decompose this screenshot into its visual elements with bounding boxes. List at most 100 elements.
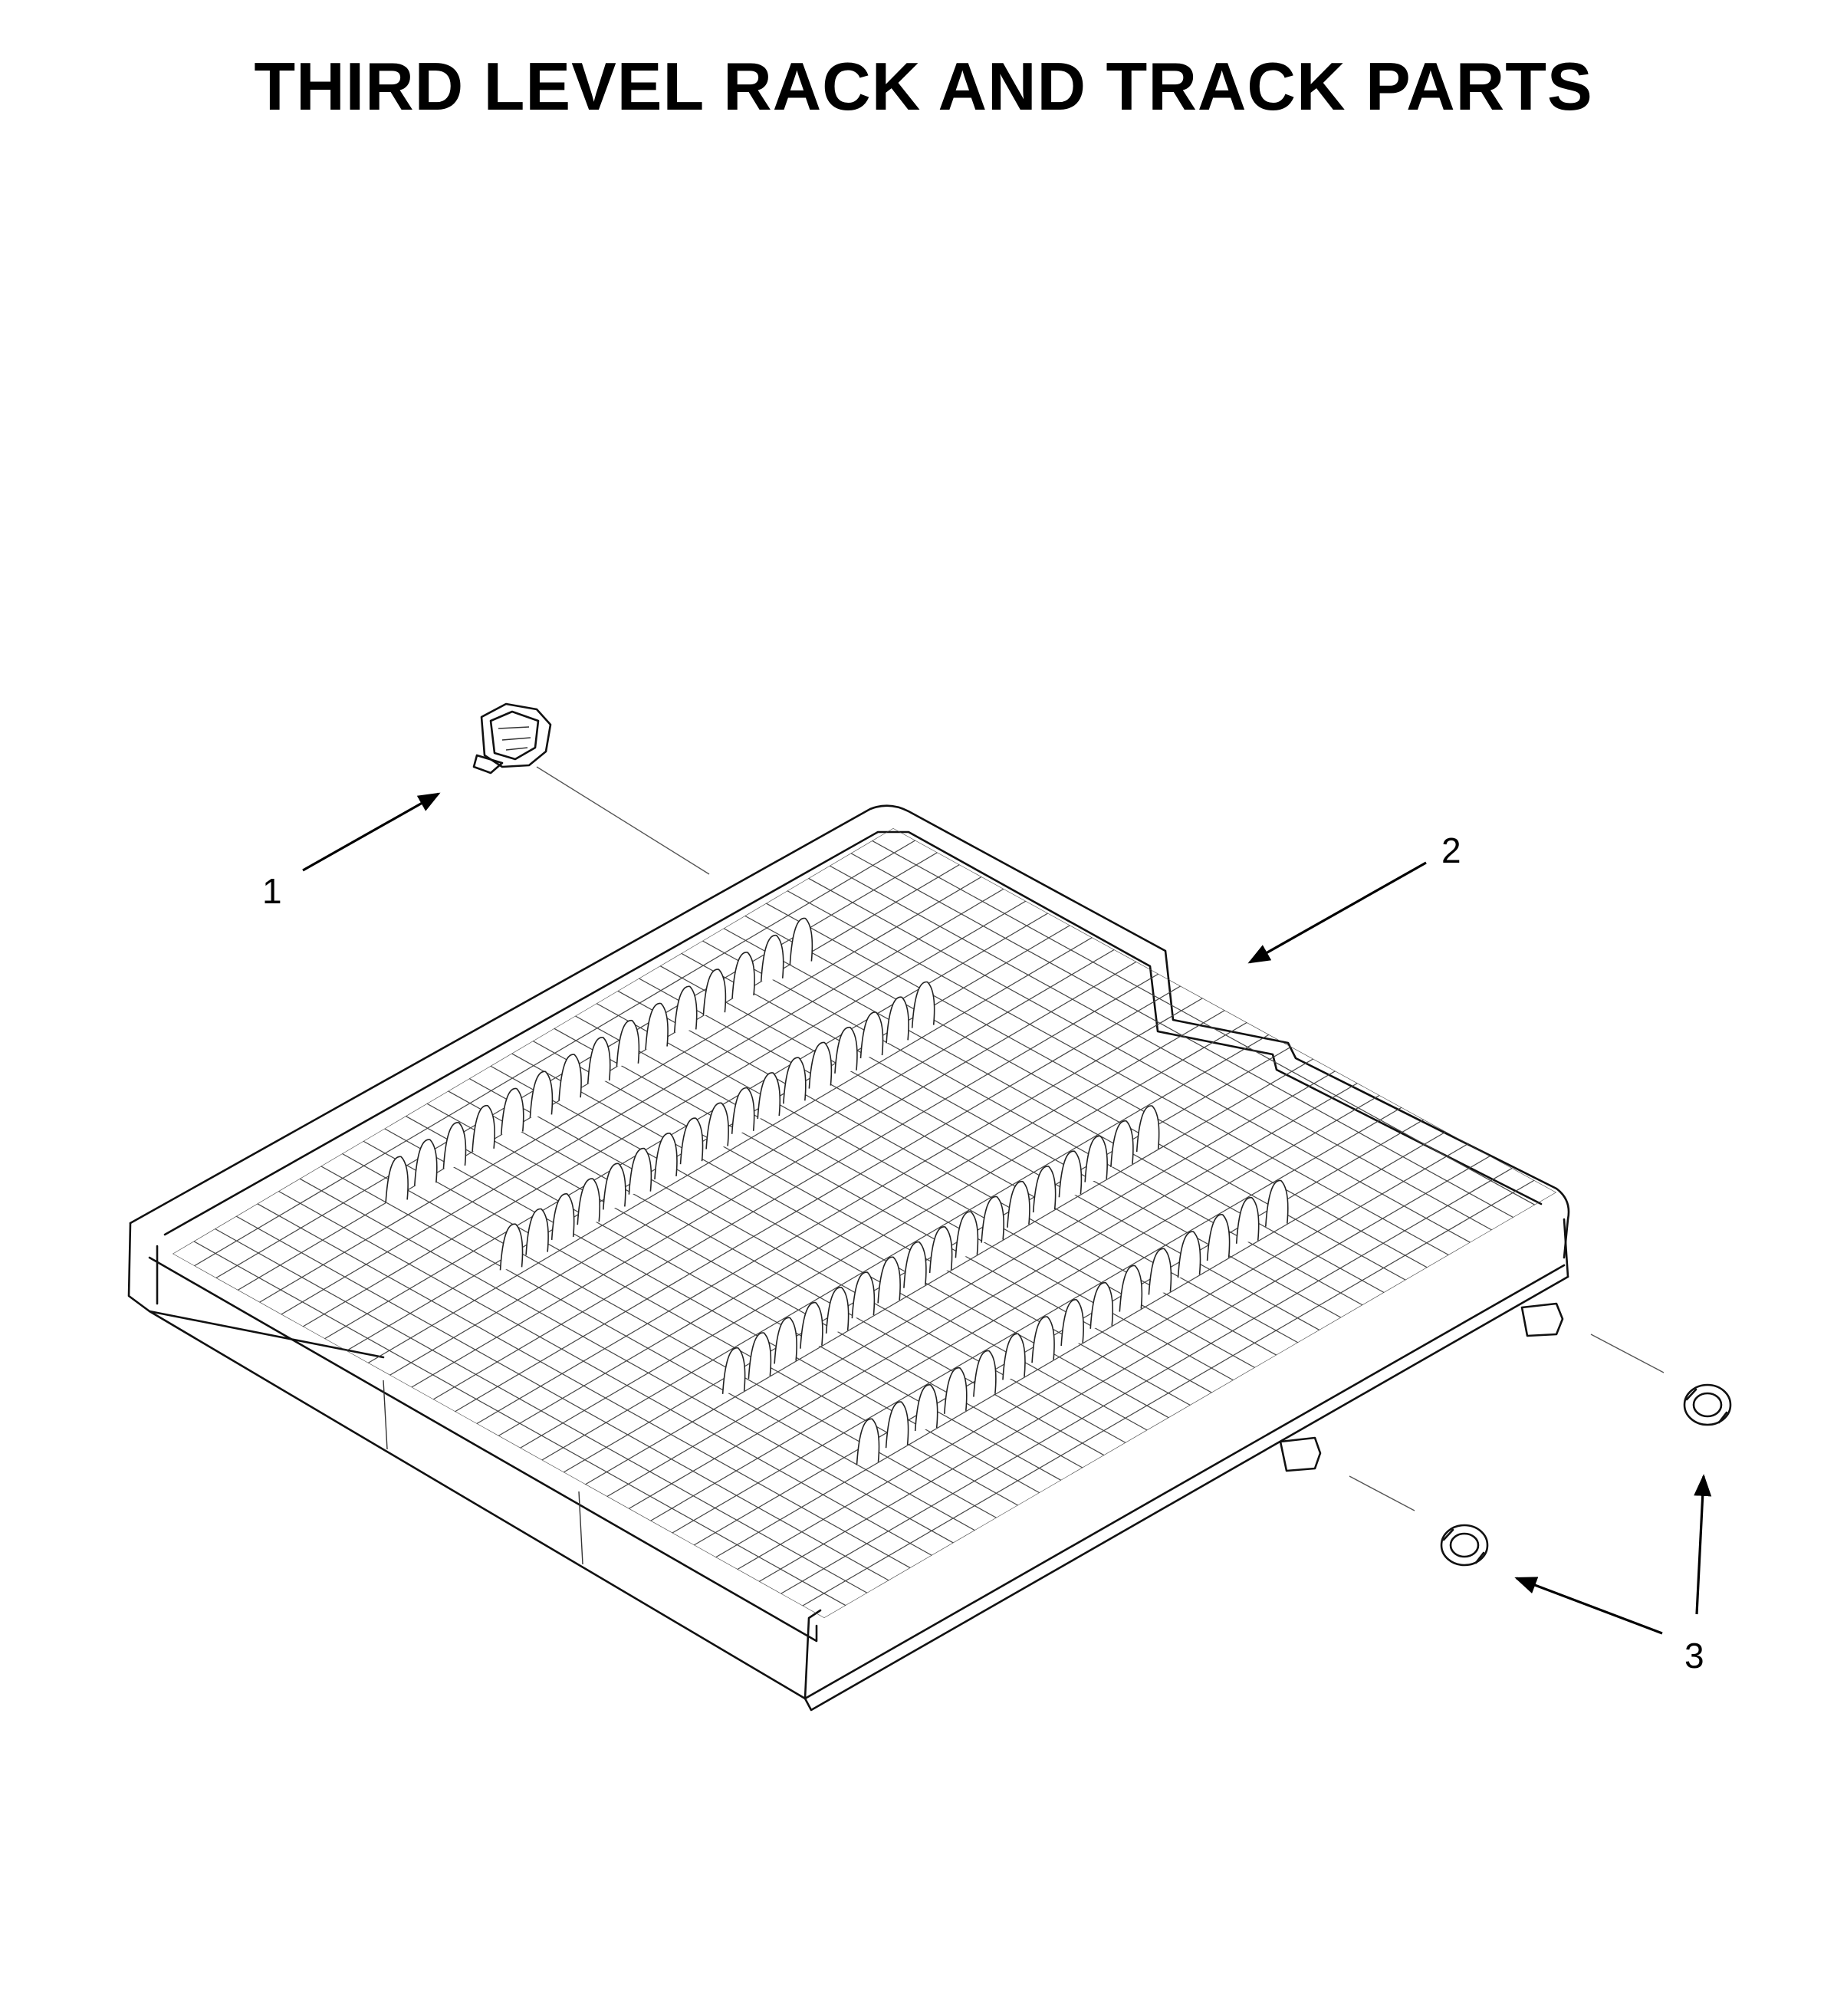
grid-wire	[781, 1167, 1513, 1594]
rack-tine	[800, 1301, 823, 1349]
rack-tine	[654, 1133, 678, 1180]
rack-tine	[1031, 1316, 1055, 1363]
rack-tine	[558, 1054, 582, 1101]
rack-tine	[472, 1104, 495, 1152]
grid-wire	[432, 973, 1159, 1400]
rack-tine	[550, 1193, 575, 1240]
rack-tine	[628, 1147, 652, 1195]
grid-wire	[585, 1058, 1314, 1485]
grid-wire	[476, 998, 1203, 1425]
rack-tine	[1135, 1105, 1160, 1153]
rack-tine	[973, 1350, 997, 1397]
grid-wire	[737, 1143, 1468, 1570]
grid-wire	[802, 1179, 1535, 1607]
rack-tine	[1032, 1166, 1057, 1213]
grid-wire	[498, 1009, 1225, 1437]
grid-wire	[628, 1082, 1358, 1510]
rack-tine	[442, 1122, 467, 1169]
grid-wire	[411, 961, 1137, 1388]
rack-tine	[886, 996, 909, 1044]
rack-tine	[856, 1418, 880, 1465]
rack-tine	[1264, 1179, 1289, 1227]
callout-2: 2	[1247, 830, 1461, 964]
rack-tine	[877, 1256, 901, 1304]
rack-tine	[1235, 1196, 1260, 1244]
grid-wire	[367, 936, 1093, 1364]
rack-tine	[577, 1178, 601, 1225]
rack-end-cap-part	[472, 702, 710, 875]
rack-tine	[774, 1317, 797, 1364]
grid-wire	[259, 876, 982, 1303]
rack-tine	[500, 1087, 524, 1135]
rack-tine	[731, 952, 755, 999]
rack-tine	[1206, 1214, 1231, 1261]
rack-tine	[603, 1163, 626, 1210]
rack-tine	[529, 1070, 554, 1118]
rack-tine	[825, 1287, 850, 1334]
rack-tine	[1060, 1299, 1084, 1347]
rack-tine	[1002, 1333, 1026, 1380]
rack-tine	[385, 1156, 409, 1203]
grid-wire	[194, 840, 916, 1267]
rack-tines	[385, 917, 1289, 1465]
rack-tine	[928, 1226, 953, 1274]
rack-tine	[903, 1241, 927, 1288]
rack-tine	[789, 917, 813, 965]
grid-wire	[563, 1046, 1292, 1473]
rack-tine	[914, 1384, 938, 1432]
rack-tine	[721, 1347, 746, 1394]
grid-wire	[455, 985, 1181, 1413]
rack-tine	[673, 985, 698, 1033]
rack-tine	[834, 1027, 858, 1074]
rack-tine	[679, 1117, 704, 1165]
rack-tine	[911, 981, 935, 1028]
rack-tine	[760, 934, 784, 982]
rack-tine	[413, 1139, 438, 1186]
callout-1: 1	[262, 792, 441, 911]
grid-wire	[758, 1155, 1490, 1583]
rack-tine	[1084, 1135, 1108, 1182]
rack-tine	[731, 1087, 755, 1134]
rack-tine	[851, 1271, 876, 1319]
callout-3: 3	[1514, 1474, 1712, 1676]
rack-tine	[783, 1057, 807, 1104]
third-level-rack-part	[127, 804, 1665, 1712]
grid-wire	[672, 1107, 1402, 1534]
rack-tine	[645, 1002, 669, 1050]
rack-tine	[702, 969, 727, 1016]
rack-tine	[885, 1401, 909, 1449]
rack-tine	[1089, 1281, 1114, 1329]
track-wheel-part-upper	[1683, 1383, 1732, 1426]
callout-2-label: 2	[1441, 830, 1461, 870]
rack-tine	[859, 1011, 884, 1059]
grid-wire	[715, 1131, 1447, 1558]
rack-tine	[955, 1211, 979, 1258]
rack-tine	[1177, 1231, 1201, 1278]
rack-tine	[808, 1041, 833, 1089]
grid-wire	[650, 1094, 1380, 1521]
rack-tine	[981, 1195, 1004, 1243]
rack-tine	[616, 1019, 640, 1067]
rack-tine	[525, 1208, 549, 1255]
grid-wire	[389, 949, 1115, 1376]
rack-tine	[705, 1102, 729, 1149]
grid-wire	[693, 1119, 1425, 1546]
rack-tine	[1058, 1150, 1083, 1198]
rack-tine	[748, 1332, 772, 1380]
grid-wire	[281, 888, 1004, 1315]
grid-wire	[520, 1021, 1247, 1449]
rack-tine	[757, 1072, 781, 1120]
callout-1-label: 1	[262, 871, 282, 911]
rack-tine	[1110, 1120, 1134, 1167]
diagram-title: THIRD LEVEL RACK AND TRACK PARTS	[254, 48, 1593, 124]
rack-tine	[943, 1366, 968, 1414]
grid-wire	[606, 1070, 1336, 1498]
rack-tine	[1119, 1265, 1143, 1312]
callout-3-label: 3	[1684, 1636, 1704, 1676]
rack-tine	[1007, 1180, 1030, 1228]
grid-wire	[541, 1034, 1270, 1461]
rack-tine	[587, 1037, 611, 1084]
rack-tine	[1148, 1248, 1172, 1295]
track-wheel-part-lower	[1440, 1524, 1489, 1567]
